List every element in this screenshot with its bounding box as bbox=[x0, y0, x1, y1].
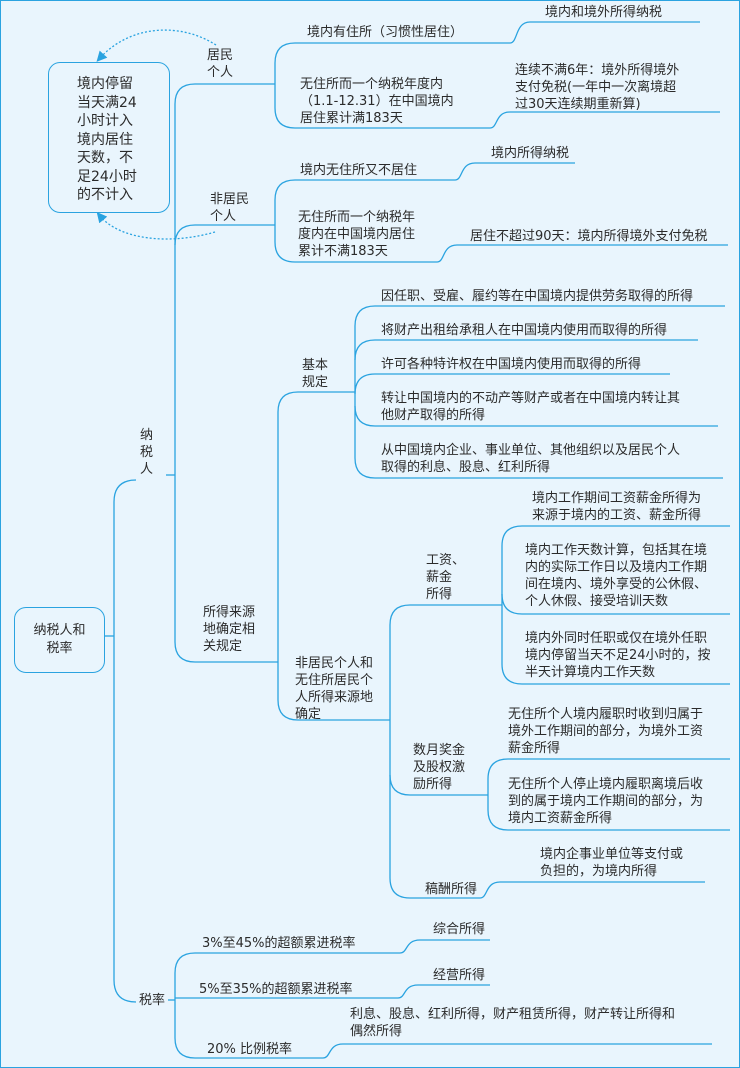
basic-rules-label[interactable]: 基本 规定 bbox=[302, 358, 329, 390]
royalty-result[interactable]: 境内企事业单位等支付或 负担的，为境内所得 bbox=[540, 847, 684, 879]
note-box: 境内停留 当天满24 小时计入 境内居住 天数，不 足24小时 的不计入 bbox=[48, 62, 170, 213]
rates-label[interactable]: 税率 bbox=[139, 993, 166, 1008]
basic-rule-5[interactable]: 从中国境内企业、事业单位、其他组织以及居民个人 取得的利息、股息、红利所得 bbox=[381, 443, 681, 475]
connector-trunk-main bbox=[113, 479, 137, 1003]
rate-3-result[interactable]: 利息、股息、红利所得，财产租赁所得，财产转让所得和 偶然所得 bbox=[350, 1007, 676, 1039]
nonresident-result-1[interactable]: 境内所得纳税 bbox=[491, 146, 570, 161]
source-rules-label[interactable]: 所得来源 地确定相 关规定 bbox=[203, 605, 256, 654]
nonresident-item-2[interactable]: 无住所而一个纳税年 度内在中国境内居住 累计不满183天 bbox=[298, 210, 416, 259]
basic-rule-4[interactable]: 转让中国境内的不动产等财产或者在中国境内转让其 他财产取得的所得 bbox=[381, 391, 681, 423]
dotted-arrow-resident bbox=[96, 29, 217, 62]
nonresident-result-2[interactable]: 居住不超过90天：境内所得境外支付免税 bbox=[470, 229, 708, 244]
salary-label[interactable]: 工资、 薪金 所得 bbox=[426, 553, 466, 602]
rate-2-result[interactable]: 经营所得 bbox=[433, 968, 486, 983]
dotted-arrow-nonresident bbox=[96, 212, 216, 240]
rate-1-label[interactable]: 3%至45%的超额累进税率 bbox=[202, 936, 356, 951]
rate-1-result[interactable]: 综合所得 bbox=[433, 922, 486, 937]
nonresident-label[interactable]: 非居民 个人 bbox=[210, 192, 250, 224]
salary-item-2[interactable]: 境内工作天数计算，包括其在境 内的实际工作日以及境内工作期 间在境内、境外享受的… bbox=[525, 543, 708, 609]
resident-item-1[interactable]: 境内有住所（习惯性居住） bbox=[307, 25, 464, 40]
connector-taxpayer-trunk bbox=[174, 83, 278, 663]
bonus-item-2[interactable]: 无住所个人停止境内履职离境后收 到的属于境内工作期间的部分，为 境内工资薪金所得 bbox=[508, 777, 704, 826]
connector-nonresident bbox=[174, 224, 275, 246]
resident-result-2[interactable]: 连续不满6年：境外所得境外 支付免税(一年中一次离境超 过30天连续期重新算) bbox=[515, 63, 680, 112]
nonresident-item-1[interactable]: 境内无住所又不居住 bbox=[300, 163, 418, 178]
root-label: 纳税人和 税率 bbox=[33, 623, 86, 656]
rate-2-label[interactable]: 5%至35%的超额累进税率 bbox=[199, 982, 353, 997]
resident-result-1[interactable]: 境内和境外所得纳税 bbox=[545, 5, 663, 20]
rate-3-label[interactable]: 20% 比例税率 bbox=[207, 1042, 293, 1057]
basic-rule-3[interactable]: 许可各种特许权在中国境内使用而取得的所得 bbox=[381, 357, 642, 372]
resident-label[interactable]: 居民 个人 bbox=[207, 48, 234, 80]
royalty-label[interactable]: 稿酬所得 bbox=[425, 882, 478, 897]
nonres-rule-label[interactable]: 非居民个人和 无住所居民个 人所得来源地 确定 bbox=[295, 656, 374, 722]
bonus-label[interactable]: 数月奖金 及股权激 励所得 bbox=[413, 743, 466, 792]
salary-item-3[interactable]: 境内外同时任职或仅在境外任职 境内停留当天不足24小时的，按 半天计算境内工作天… bbox=[525, 631, 711, 680]
taxpayer-label[interactable]: 纳 税 人 bbox=[140, 428, 154, 477]
salary-item-1[interactable]: 境内工作期间工资薪金所得为 来源于境内的工资、薪金所得 bbox=[532, 491, 702, 523]
root-node[interactable]: 纳税人和 税率 bbox=[14, 607, 105, 673]
basic-rule-1[interactable]: 因任职、受雇、履约等在中国境内提供劳务取得的所得 bbox=[381, 289, 694, 304]
bonus-item-1[interactable]: 无住所个人境内履职时收到归属于 境外工作期间的部分，为境外工资 薪金所得 bbox=[508, 707, 704, 756]
basic-rule-2[interactable]: 将财产出租给承租人在中国境内使用而取得的所得 bbox=[381, 323, 668, 338]
note-text: 境内停留 当天满24 小时计入 境内居住 天数，不 足24小时 的不计入 bbox=[77, 76, 137, 203]
resident-item-2[interactable]: 无住所而一个纳税年度内 （1.1-12.31）在中国境内 居住累计满183天 bbox=[300, 77, 454, 126]
